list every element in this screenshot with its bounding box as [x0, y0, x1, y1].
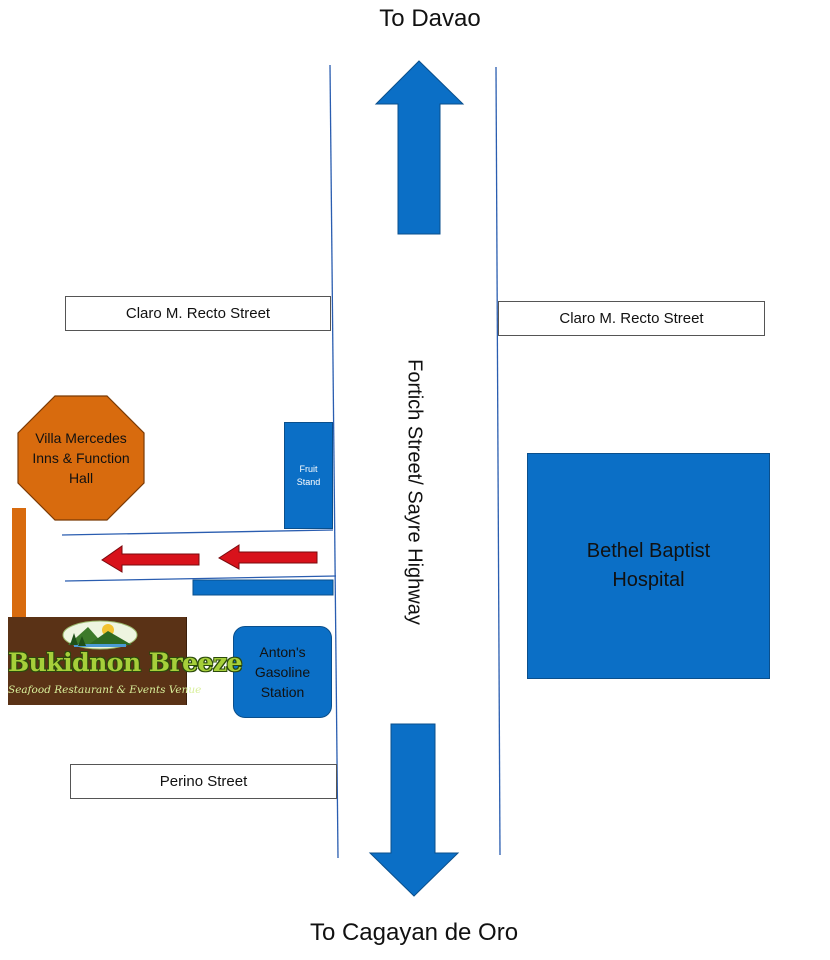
- claro-m-recto-street-left: Claro M. Recto Street: [65, 296, 331, 331]
- orange-pole: [12, 508, 26, 620]
- claro-m-recto-street-right: Claro M. Recto Street: [498, 301, 765, 336]
- left-arrow-icon: [101, 545, 200, 573]
- perino-label: Perino Street: [159, 773, 248, 790]
- left-arrow-icon: [218, 544, 318, 570]
- logo-name: Bukidnon Breeze: [8, 648, 243, 677]
- highway-right-edge: [495, 66, 501, 856]
- down-arrow-icon: [368, 723, 460, 897]
- fruit-stand-label: Fruit Stand: [296, 463, 321, 487]
- bethel-baptist-hospital: Bethel Baptist Hospital: [527, 453, 770, 679]
- villa-octagon: [17, 395, 145, 521]
- side-road-bottom-edge: [64, 575, 337, 582]
- hospital-label: Bethel Baptist Hospital: [586, 540, 711, 591]
- logo-subtitle: Seafood Restaurant & Events Venue: [8, 684, 202, 696]
- gas-station-label: Anton's Gasoline Station: [254, 644, 311, 700]
- highway-label: Fortich Street/ Sayre Highway: [403, 359, 426, 625]
- north-destination-label: To Davao: [379, 5, 481, 32]
- road-strip: [192, 579, 334, 596]
- mountain-emblem-icon: [62, 620, 138, 650]
- antons-gasoline-station: Anton's Gasoline Station: [233, 626, 332, 718]
- villa-mercedes: Villa Mercedes Inns & Function Hall: [18, 396, 144, 520]
- up-arrow-icon: [374, 60, 465, 235]
- south-destination-label: To Cagayan de Oro: [309, 919, 519, 946]
- bukidnon-breeze-logo: Bukidnon Breeze Seafood Restaurant & Eve…: [8, 617, 243, 705]
- highway-left-edge: [329, 64, 339, 859]
- side-road-top-edge: [61, 529, 334, 536]
- fruit-stand: Fruit Stand: [284, 422, 333, 529]
- perino-street: Perino Street: [70, 764, 337, 799]
- claro-left-label: Claro M. Recto Street: [125, 305, 271, 322]
- claro-right-label: Claro M. Recto Street: [559, 310, 704, 327]
- villa-label: Villa Mercedes Inns & Function Hall: [32, 430, 130, 486]
